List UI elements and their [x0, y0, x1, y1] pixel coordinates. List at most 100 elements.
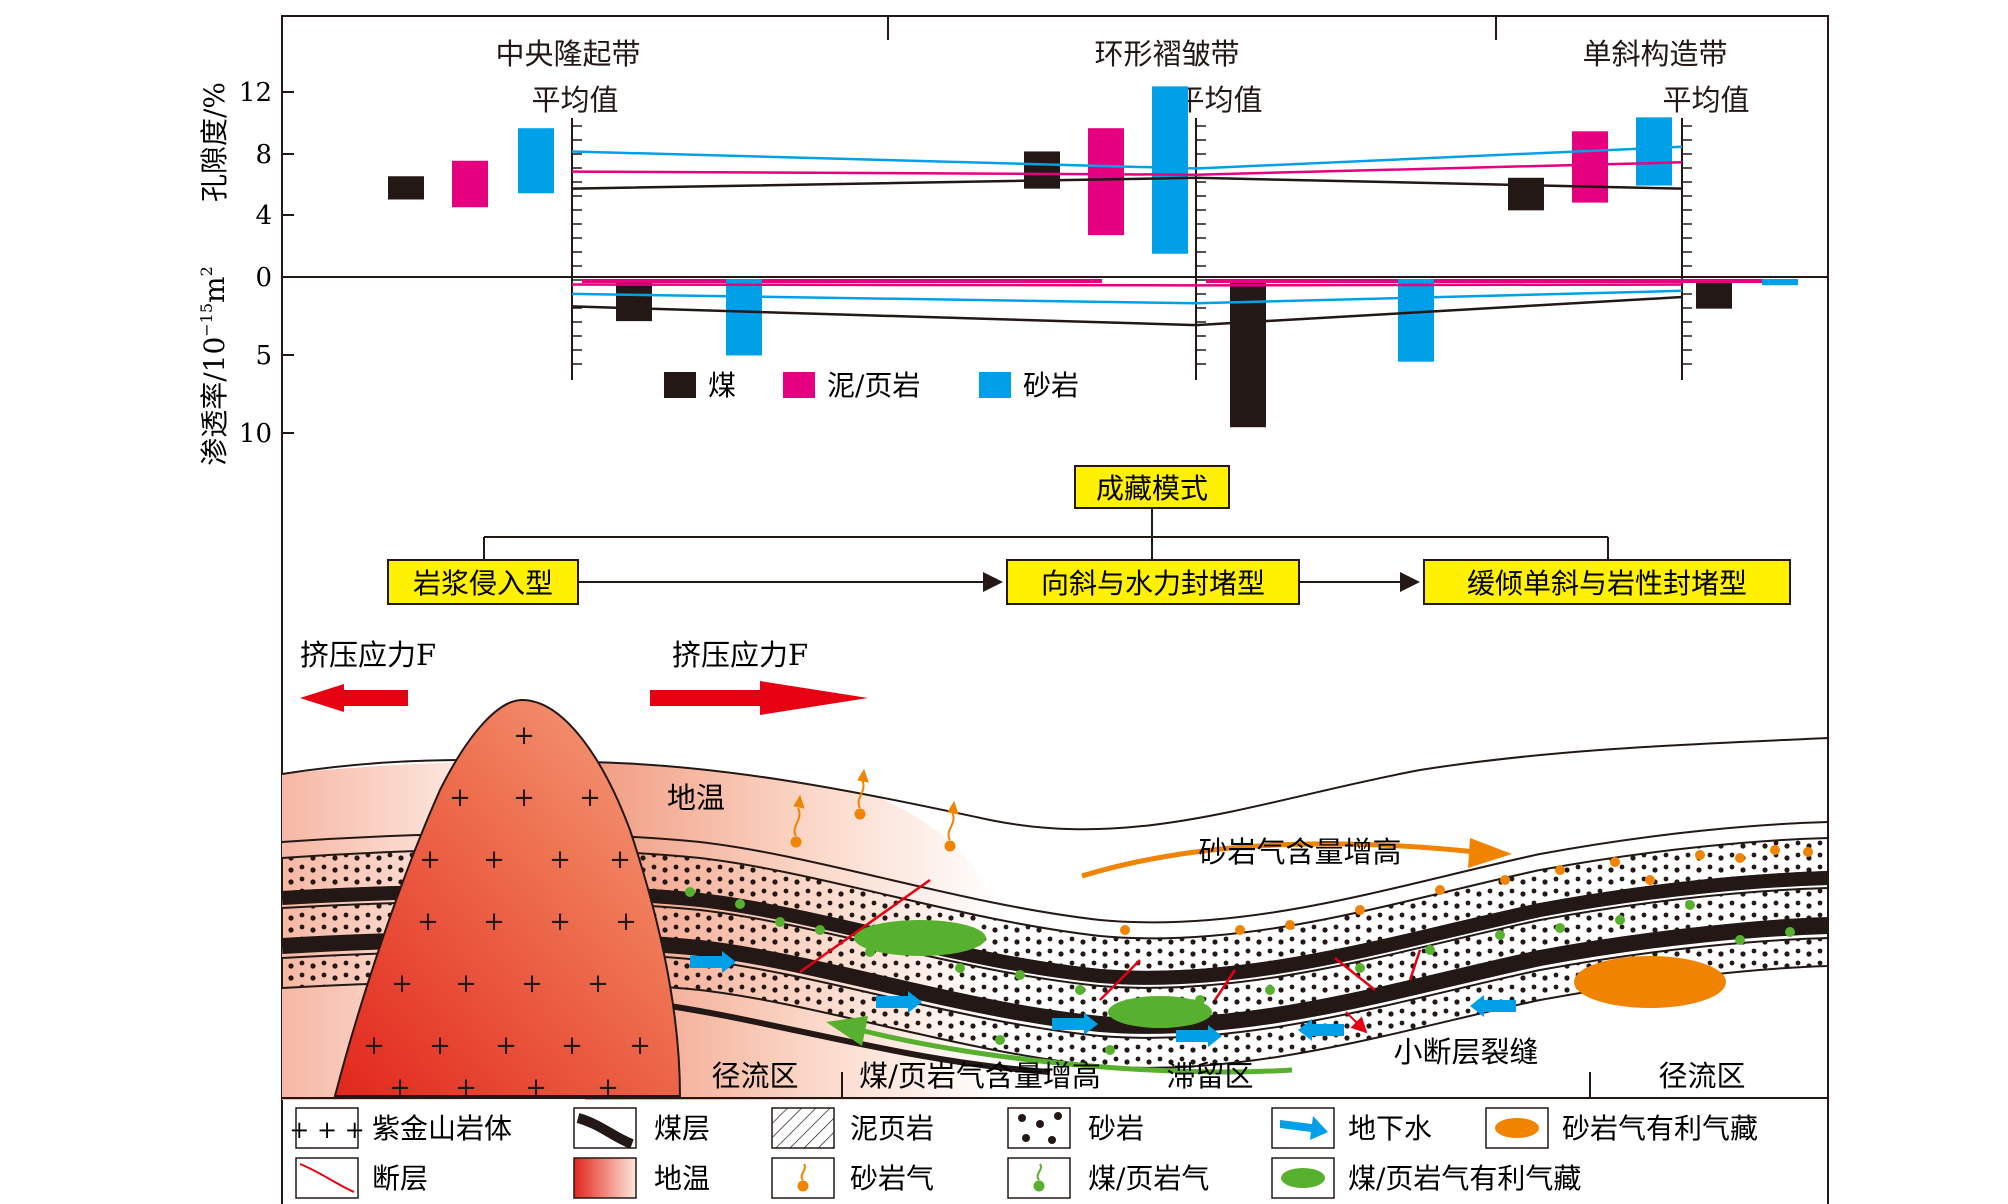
porosity-ticks: 12 8 4 0 [239, 78, 294, 293]
model-type-1: 岩浆侵入型 [413, 567, 553, 600]
svg-text:+: + [609, 845, 631, 875]
ground-surface [281, 737, 1829, 831]
sand-gas-trend-arrow [1081, 841, 1477, 879]
porosity-tick-8: 8 [255, 140, 272, 170]
permeability-bar-0-1 [1230, 279, 1266, 428]
coal-seam-3 [639, 999, 1051, 1075]
porosity-bar-2-0 [518, 128, 554, 194]
permeability-avg-line-0 [571, 295, 1683, 327]
stress-arrow-left [300, 684, 408, 712]
legend-groundwater: 地下水 [1348, 1112, 1432, 1145]
legend-coal-gas-symbol [1033, 1163, 1045, 1192]
sandstone-gas-reservoir [1574, 956, 1726, 1008]
permeability-bar-0-0 [616, 279, 652, 322]
perm-label-main: 渗透率/10 [198, 337, 231, 466]
legend-geotemp: 地温 [654, 1162, 710, 1195]
porosity-bar-0-0 [388, 176, 424, 200]
perm-tick-5: 5 [255, 341, 272, 371]
model-title-box [1074, 465, 1230, 509]
svg-text:+: + [597, 1073, 619, 1103]
svg-text:+: + [391, 969, 413, 999]
legend-sand-gas: 砂岩气 [850, 1162, 934, 1195]
porosity-tick-0: 0 [255, 263, 272, 293]
granite-intrusion [333, 698, 682, 1097]
map-legend: + + + 紫金山岩体 煤层 泥页岩 砂岩 地下水 砂岩气有利气藏 断层 地温 … [282, 1097, 1828, 1199]
svg-text:+: + [449, 783, 471, 813]
porosity-bar-0-1 [1024, 151, 1060, 189]
coal-gas-trend-arrow [859, 1027, 1293, 1075]
svg-text:+: + [579, 783, 601, 813]
cross-section: 挤压应力F 挤压应力F + +++ ++++ ++++ ++++ +++++ [281, 638, 1829, 1103]
model-type-3: 缓倾单斜与岩性封堵型 [1467, 567, 1747, 600]
svg-text:+: + [521, 969, 543, 999]
legend-swatch-mudshale [783, 372, 815, 398]
svg-text:+: + [455, 1073, 477, 1103]
model-type-2-box [1006, 559, 1300, 605]
perm-label-unit: m [198, 276, 231, 303]
permeability-avg-line-2 [571, 289, 1683, 305]
svg-text:+: + [389, 1073, 411, 1103]
stagnant-zone: 滞留区 [1166, 1059, 1253, 1093]
sand-gas-trend-label: 砂岩气含量增高 [1198, 835, 1401, 869]
chart-marks [388, 86, 1798, 428]
avg-label-ring: 平均值 [1175, 83, 1262, 117]
svg-text:+: + [483, 907, 505, 937]
porosity-bar-1-2 [1572, 131, 1608, 203]
sand-gas-rising [790, 768, 959, 852]
stress-label-left: 挤压应力F [300, 638, 436, 672]
legend-swatch-sandstone [979, 372, 1011, 398]
zone-label-ring: 环形褶皱带 [1094, 37, 1239, 71]
svg-text:+: + [513, 721, 535, 751]
permeability-ticks: 5 10 [239, 341, 294, 449]
avg-label-monocline: 平均值 [1662, 83, 1749, 117]
small-fault-label: 小断层裂缝 [1393, 1035, 1538, 1069]
legend-groundwater-symbol [1280, 1116, 1328, 1140]
legend-sand-gas-symbol [797, 1163, 809, 1192]
geotemp-label: 地温 [667, 781, 725, 815]
legend-label-coal: 煤 [708, 369, 736, 402]
permeability-bar-1-0 [582, 279, 1102, 283]
figure-frame [281, 15, 1829, 1204]
permeability-axis-label: 渗透率/10−15m2 [197, 266, 231, 466]
porosity-avg-line-2 [571, 145, 1683, 170]
permeability-bar-0-2 [1696, 279, 1732, 309]
chart-legend: 煤 泥/页岩 砂岩 [664, 369, 1079, 402]
legend-sand-gas-reservoir: 砂岩气有利气藏 [1562, 1112, 1758, 1145]
porosity-tick-12: 12 [239, 78, 272, 108]
legend-fault: 断层 [372, 1162, 428, 1195]
model-type-3-box [1423, 559, 1791, 605]
porosity-tick-4: 4 [255, 201, 272, 231]
svg-text:+: + [455, 969, 477, 999]
legend-granite-symbol: + + + [289, 1116, 365, 1144]
perm-tick-10: 10 [239, 419, 272, 449]
legend-coal-gas-reservoir-symbol [1281, 1168, 1325, 1188]
legend-label-mudshale: 泥/页岩 [827, 369, 920, 402]
legend-mudshale: 泥页岩 [850, 1112, 934, 1145]
porosity-bar-1-1 [1088, 128, 1124, 236]
legend-coal-gas: 煤/页岩气 [1088, 1162, 1209, 1195]
small-faults [799, 878, 1422, 1001]
legend-label-sandstone: 砂岩 [1023, 369, 1079, 402]
svg-text:+: + [549, 907, 571, 937]
sandstone-lower [281, 936, 1829, 1069]
model-type-2: 向斜与水力封堵型 [1041, 567, 1265, 600]
coal-gas-trend-label: 煤/页岩气含量增高 [859, 1059, 1101, 1093]
model-title: 成藏模式 [1096, 472, 1208, 505]
zone-label-monocline: 单斜构造带 [1582, 37, 1727, 71]
permeability-bar-2-1 [1398, 279, 1434, 362]
perm-label-exp: −15 [197, 303, 216, 337]
zone-label-central: 中央隆起带 [495, 37, 640, 71]
legend-fault-symbol [299, 1163, 355, 1193]
groundwater-arrows [690, 951, 1516, 1047]
svg-text:+: + [629, 1031, 651, 1061]
stress-arrow-right [650, 681, 868, 715]
legend-sandstone-symbol [1018, 1112, 1062, 1144]
porosity-bar-0-2 [1508, 177, 1544, 211]
small-fault-pointer [1345, 1011, 1368, 1034]
svg-text:+: + [429, 1031, 451, 1061]
legend-geotemp-symbol [573, 1157, 637, 1199]
svg-text:+: + [417, 907, 439, 937]
coal-gas-reservoir-2 [1108, 996, 1212, 1028]
permeability-avg-line-1 [571, 283, 1683, 287]
